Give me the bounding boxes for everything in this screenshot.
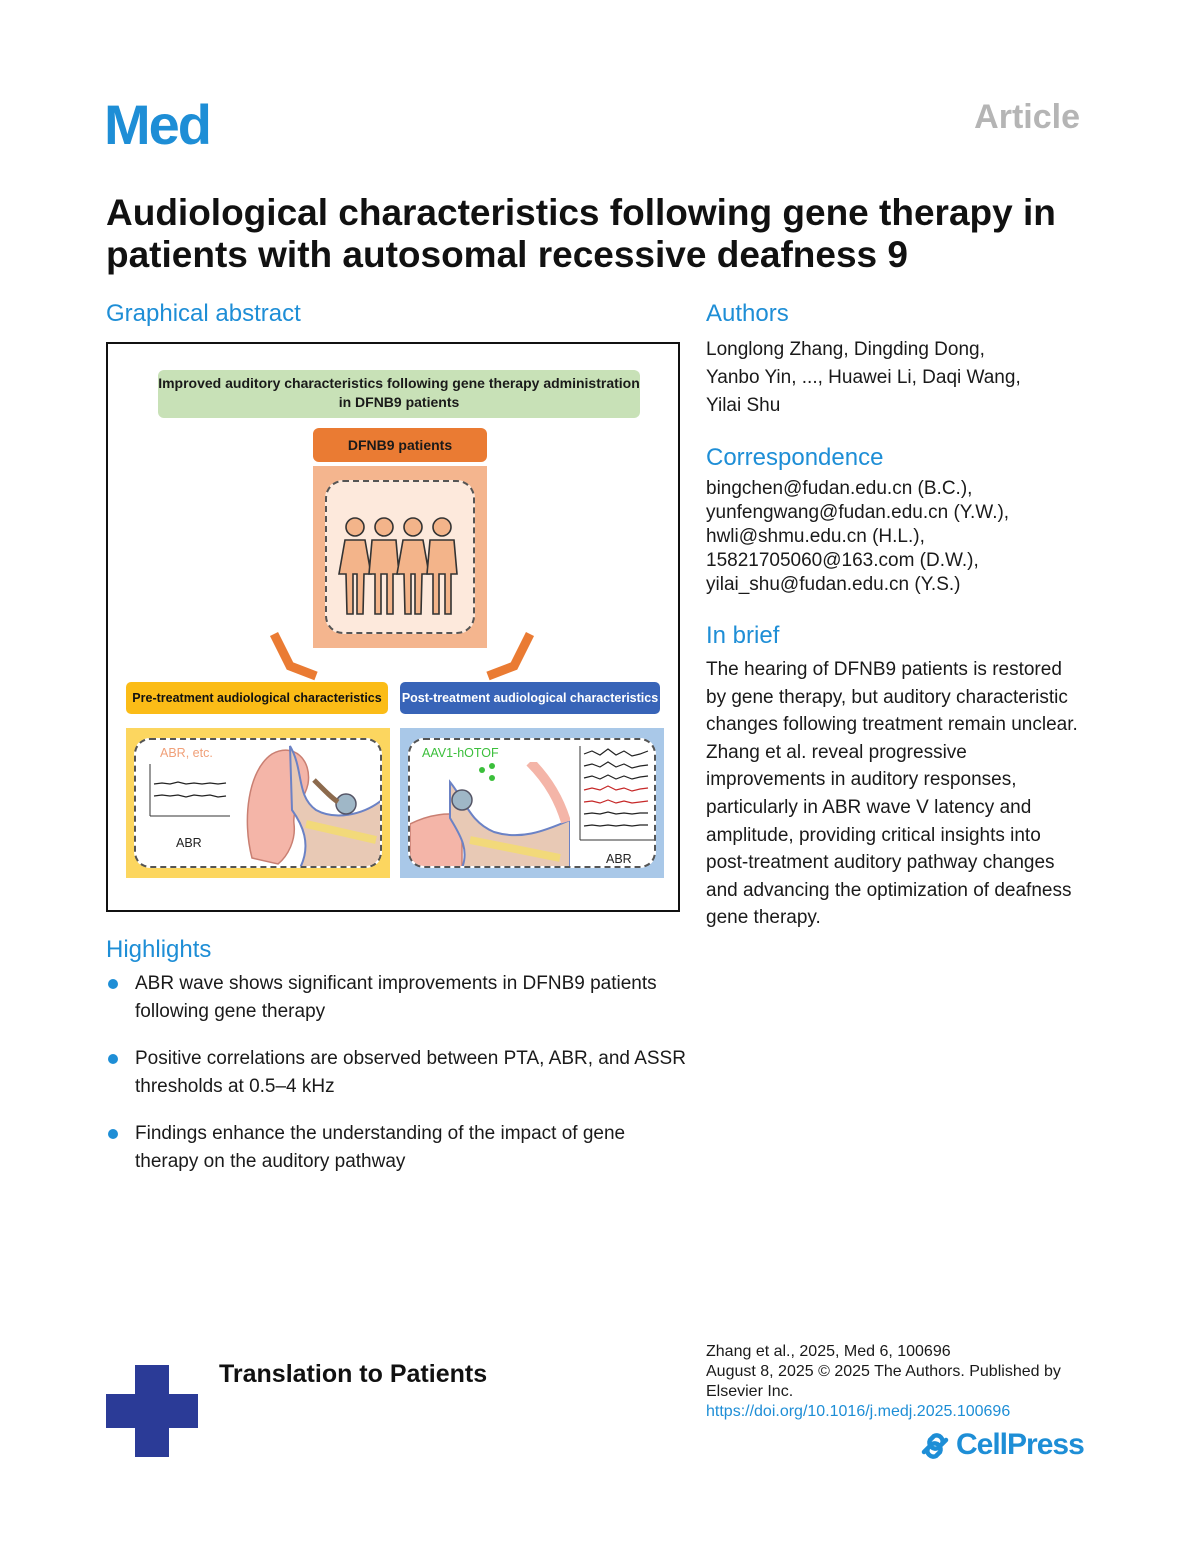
graphical-abstract-heading: Graphical abstract	[106, 300, 301, 327]
abr-flat-traces-icon	[149, 764, 230, 817]
in-brief-heading: In brief	[706, 622, 780, 649]
ga-vector-label: AAV1-hOTOF	[422, 746, 499, 760]
author-line: Longlong Zhang, Dingding Dong,	[706, 339, 985, 360]
doi-link[interactable]: https://doi.org/10.1016/j.medj.2025.1006…	[706, 1403, 1011, 1420]
highlights-list: ABR wave shows significant improvements …	[106, 970, 686, 1195]
correspondence-list: bingchen@fudan.edu.cn (B.C.), yunfengwan…	[706, 477, 1106, 597]
split-arrows-icon	[269, 631, 535, 681]
authors-heading: Authors	[706, 300, 789, 327]
citation-block: Zhang et al., 2025, Med 6, 100696 August…	[706, 1342, 1096, 1422]
ga-pre-note: ABR, etc.	[160, 746, 213, 760]
citation-line: August 8, 2025 © 2025 The Authors. Publi…	[706, 1363, 1061, 1400]
ga-post-abr-label: ABR	[606, 852, 632, 866]
bullet-icon	[108, 1054, 118, 1064]
correspondence-email[interactable]: 15821705060@163.com (D.W.),	[706, 550, 979, 571]
treated-ear-icon	[410, 762, 570, 866]
ga-top-banner: Improved auditory characteristics follow…	[158, 370, 640, 418]
highlight-item: Findings enhance the understanding of th…	[106, 1120, 686, 1176]
ga-post-treatment-label: Post-treatment audiological characterist…	[400, 682, 660, 714]
bullet-icon	[108, 979, 118, 989]
correspondence-email[interactable]: bingchen@fudan.edu.cn (B.C.),	[706, 478, 973, 499]
ga-patients-label: DFNB9 patients	[313, 428, 487, 462]
highlight-text: Positive correlations are observed betwe…	[135, 1048, 686, 1097]
highlights-heading: Highlights	[106, 936, 212, 963]
journal-logo: Med	[104, 93, 212, 156]
highlight-text: ABR wave shows significant improvements …	[135, 973, 657, 1022]
correspondence-email[interactable]: yunfengwang@fudan.edu.cn (Y.W.),	[706, 502, 1010, 523]
section-category-label: Translation to Patients	[219, 1360, 488, 1388]
correspondence-heading: Correspondence	[706, 444, 884, 471]
ga-patients-panel	[313, 466, 487, 648]
ga-pre-abr-label: ABR	[176, 836, 202, 850]
ga-post-treatment-panel: AAV1-hOTOF AB	[400, 728, 664, 878]
highlight-item: ABR wave shows significant improvements …	[106, 970, 686, 1026]
cellpress-link-icon	[921, 1433, 949, 1459]
graphical-abstract-figure: Improved auditory characteristics follow…	[106, 342, 680, 912]
authors-list: Longlong Zhang, Dingding Dong, Yanbo Yin…	[706, 336, 1086, 420]
article-title: Audiological characteristics following g…	[106, 192, 1056, 275]
article-type-label: Article	[974, 98, 1080, 136]
bullet-icon	[108, 1129, 118, 1139]
highlight-item: Positive correlations are observed betwe…	[106, 1045, 686, 1101]
ear-anatomy-icon	[246, 745, 380, 866]
ga-pre-treatment-panel: ABR, etc. ABR	[126, 728, 390, 878]
author-line: Yilai Shu	[706, 395, 781, 416]
highlight-text: Findings enhance the understanding of th…	[135, 1123, 626, 1172]
publisher-name: CellPress	[956, 1428, 1085, 1461]
publisher-logo: CellPress	[918, 1428, 1088, 1464]
author-line: Yanbo Yin, ..., Huawei Li, Daqi Wang,	[706, 367, 1021, 388]
correspondence-email[interactable]: hwli@shmu.edu.cn (H.L.),	[706, 526, 925, 547]
ga-pre-treatment-label: Pre-treatment audiological characteristi…	[126, 682, 388, 714]
in-brief-text: The hearing of DFNB9 patients is restore…	[706, 659, 1078, 929]
people-icon	[338, 517, 458, 615]
abr-improved-traces-icon	[579, 746, 654, 841]
correspondence-email[interactable]: yilai_shu@fudan.edu.cn (Y.S.)	[706, 574, 961, 595]
citation-line: Zhang et al., 2025, Med 6, 100696	[706, 1343, 951, 1360]
plus-cross-icon	[106, 1365, 198, 1457]
